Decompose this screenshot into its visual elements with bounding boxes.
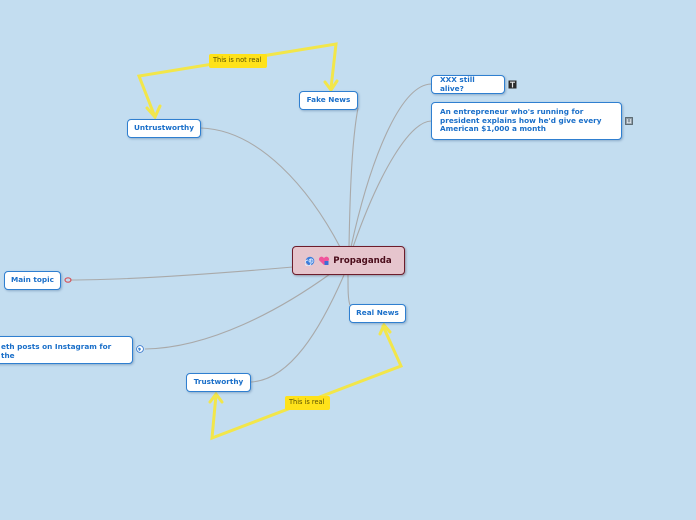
topic-label: Trustworthy bbox=[193, 377, 244, 387]
topic-entrepreneur[interactable]: An entrepreneur who's running for presid… bbox=[431, 102, 622, 140]
spiral-icon bbox=[305, 256, 315, 266]
topic-label: Fake News bbox=[306, 95, 351, 105]
connector-instagram bbox=[144, 273, 331, 350]
relationship-not-real-tail-head bbox=[323, 79, 339, 93]
attachment-icon[interactable] bbox=[625, 117, 633, 127]
connector-entrepreneur bbox=[352, 120, 432, 248]
relationship-label-not-real[interactable]: This is not real bbox=[209, 54, 267, 68]
relationship-not-real-arrowhead bbox=[145, 104, 162, 120]
topic-label: eth posts on Instagram for the bbox=[1, 342, 112, 360]
topic-trustworthy[interactable]: Trustworthy bbox=[186, 373, 251, 392]
connector-fake-news bbox=[348, 107, 359, 248]
topic-real-news[interactable]: Real News bbox=[349, 304, 406, 323]
topic-untrustworthy[interactable]: Untrustworthy bbox=[127, 119, 201, 138]
central-topic-label: Propaganda bbox=[333, 255, 392, 266]
relationship-real-arrowhead bbox=[208, 391, 224, 404]
heart-gift-icon bbox=[318, 256, 330, 266]
relationship-label-text: This is real bbox=[289, 398, 325, 406]
topic-instagram-posts[interactable]: eth posts on Instagram for the bbox=[0, 336, 133, 364]
connector-untrustworthy bbox=[200, 127, 341, 248]
connector-xxx bbox=[350, 83, 432, 248]
relationship-label-real[interactable]: This is real bbox=[285, 396, 330, 410]
connector-trustworthy bbox=[250, 274, 345, 383]
text-note-icon[interactable] bbox=[508, 80, 517, 91]
topic-main-topic[interactable]: Main topic bbox=[4, 271, 61, 290]
topic-label: Main topic bbox=[11, 275, 54, 285]
central-topic-propaganda[interactable]: Propaganda bbox=[292, 246, 405, 275]
topic-xxx-still-alive[interactable]: XXX still alive? bbox=[431, 75, 505, 94]
topic-label: Real News bbox=[356, 308, 399, 318]
globe-icon[interactable] bbox=[136, 345, 144, 355]
relationship-label-text: This is not real bbox=[213, 56, 262, 64]
connector-real-news bbox=[347, 274, 351, 306]
topic-label: XXX still alive? bbox=[440, 74, 475, 93]
topic-label: Untrustworthy bbox=[133, 123, 195, 133]
topic-fake-news[interactable]: Fake News bbox=[299, 91, 358, 110]
relationship-real-tail-head bbox=[378, 322, 392, 336]
topic-label: An entrepreneur who's running for presid… bbox=[440, 107, 602, 134]
link-ring-icon[interactable] bbox=[64, 277, 72, 285]
connector-main-topic bbox=[69, 266, 294, 281]
